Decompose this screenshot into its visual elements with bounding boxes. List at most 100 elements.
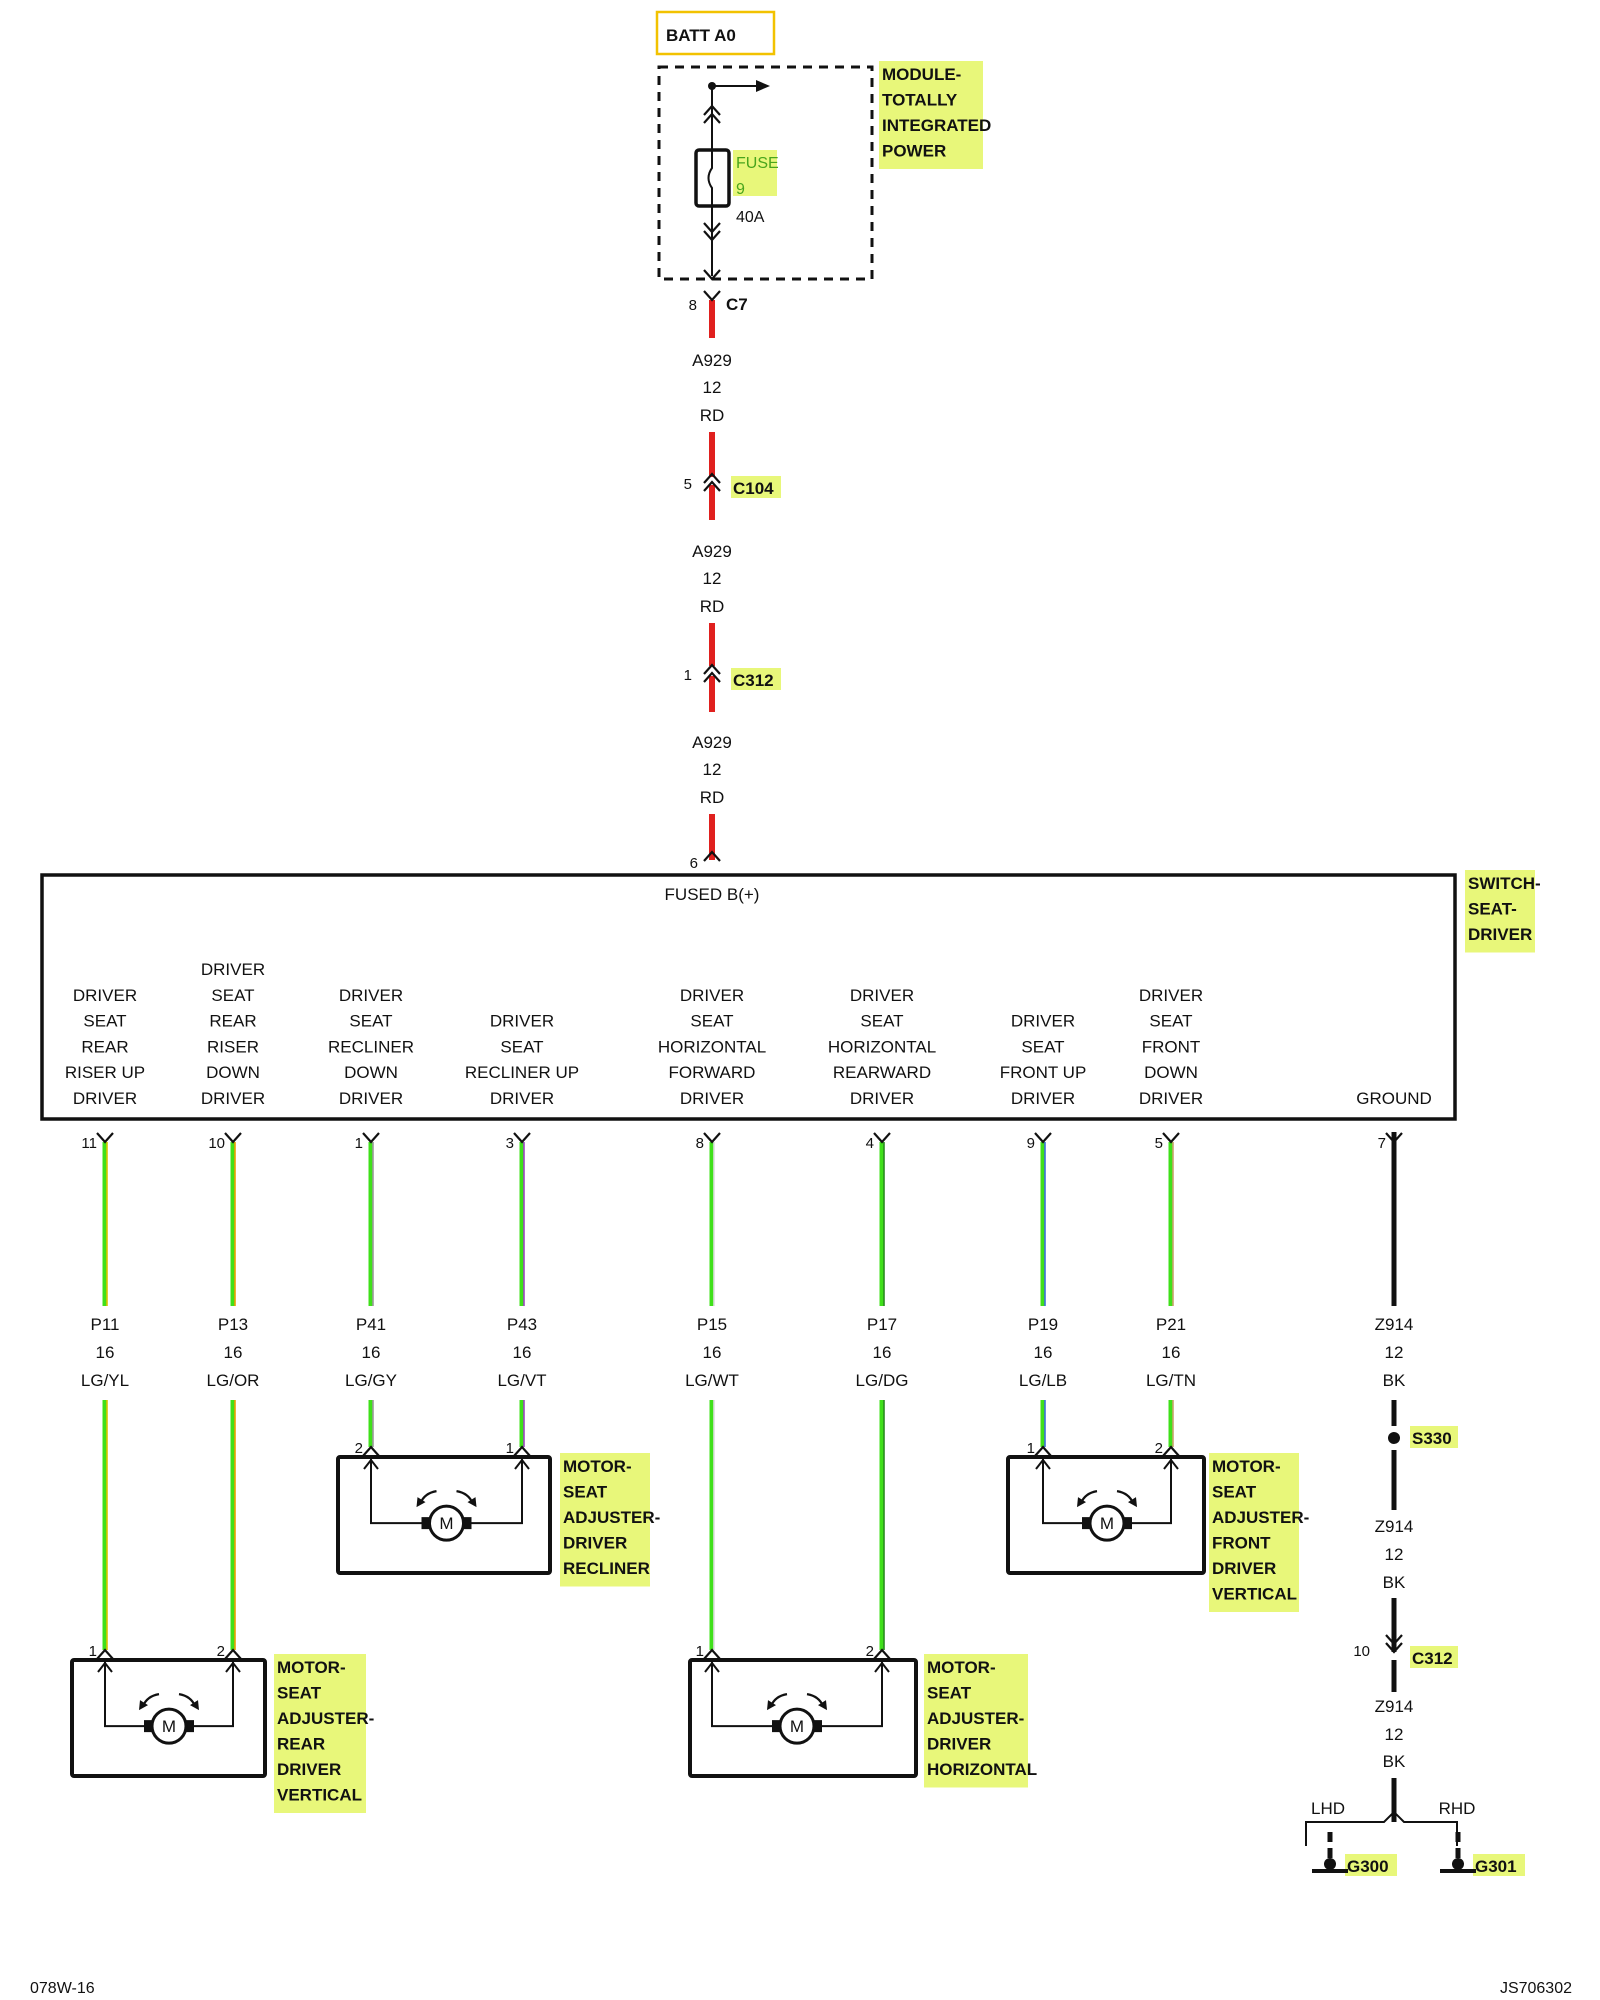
output-3-desc: DRIVER xyxy=(490,1089,554,1108)
motor-front-vertical-label-line: SEAT xyxy=(1212,1483,1257,1502)
motor-front-vertical-motor-symbol xyxy=(1088,1504,1126,1542)
output-0-pin: 11 xyxy=(81,1135,97,1152)
motor-horizontal-label-highlight xyxy=(924,1654,1028,1788)
output-7-gauge: 16 xyxy=(1162,1343,1181,1362)
motor-front-vertical-pin-right-connector xyxy=(1162,1445,1180,1457)
fused-b-label: FUSED B(+) xyxy=(665,885,760,904)
wire2-circuit: A929 xyxy=(692,542,732,561)
g301-ground-symbol xyxy=(1440,1869,1476,1873)
wire3-circuit: A929 xyxy=(692,733,732,752)
output-0-desc: DRIVER xyxy=(73,1089,137,1108)
motor-rear-vertical-arrow-right xyxy=(225,1661,241,1673)
module-label-line: INTEGRATED xyxy=(882,116,991,135)
wires xyxy=(102,85,1461,1862)
motor-recliner-label-highlight xyxy=(560,1453,650,1587)
ground-switch-connector xyxy=(1385,1132,1403,1144)
motor-front-vertical-lead-right xyxy=(1127,1459,1172,1525)
output-4-desc: DRIVER xyxy=(680,1089,744,1108)
output-4-gauge: 16 xyxy=(703,1343,722,1362)
c7-label: C7 xyxy=(726,295,748,314)
module-node xyxy=(708,82,716,90)
output-0-color: LG/YL xyxy=(81,1371,129,1390)
labels: BATT A0MODULE-TOTALLYINTEGRATEDPOWERFUSE… xyxy=(30,26,1572,1997)
fuse-top-connector-a xyxy=(703,104,721,116)
output-1-desc: SEAT xyxy=(211,986,254,1005)
output-4-circuit: P15 xyxy=(697,1315,727,1334)
output-6-pin: 9 xyxy=(1027,1135,1035,1152)
motor-rear-vertical-label-line: VERTICAL xyxy=(277,1786,362,1805)
motor-horizontal-brush-left xyxy=(772,1720,780,1733)
output-1-connector xyxy=(224,1132,242,1144)
motor-rear-vertical-label-line: MOTOR- xyxy=(277,1658,346,1677)
output-3-pin: 3 xyxy=(506,1135,514,1152)
output-3-color: LG/VT xyxy=(497,1371,546,1390)
motor-recliner-label-line: DRIVER xyxy=(563,1534,627,1553)
motor-recliner-arrow-right xyxy=(514,1458,530,1470)
output-1-color: LG/OR xyxy=(207,1371,260,1390)
motor-front-vertical-label-highlight xyxy=(1209,1453,1299,1612)
motor-horizontal-pin-right-connector xyxy=(873,1648,891,1660)
wire1-color: RD xyxy=(700,406,725,425)
c312-power-highlight xyxy=(731,668,781,690)
c312-power-label: C312 xyxy=(733,671,774,690)
gwire1-gauge: 12 xyxy=(1385,1343,1404,1362)
c312-power-connector-a xyxy=(703,663,721,675)
output-2-desc: DOWN xyxy=(344,1063,398,1082)
wire1-gauge: 12 xyxy=(703,378,722,397)
output-7-desc: DRIVER xyxy=(1139,1089,1203,1108)
output-6-connector xyxy=(1034,1132,1052,1144)
output-3-gauge: 16 xyxy=(513,1343,532,1362)
output-3-circuit: P43 xyxy=(507,1315,537,1334)
fuse-rating: 40A xyxy=(736,209,765,226)
motor-recliner-pin-left: 2 xyxy=(355,1440,363,1457)
module-bottom-connector xyxy=(703,269,721,281)
c312-power-connector-b xyxy=(703,671,721,683)
motor-horizontal-pin-left-connector xyxy=(703,1648,721,1660)
output-0-desc: DRIVER xyxy=(73,986,137,1005)
motor-rear-vertical-rot-left-head xyxy=(139,1700,148,1711)
motor-recliner-rot-right-head xyxy=(467,1497,477,1508)
output-2-color: LG/GY xyxy=(345,1371,397,1390)
output-6-desc: DRIVER xyxy=(1011,1012,1075,1031)
motor-rear-vertical-motor-symbol xyxy=(150,1707,188,1745)
switch-label-highlight xyxy=(1465,870,1535,953)
g300-label: G300 xyxy=(1347,1857,1389,1876)
output-5-desc: HORIZONTAL xyxy=(828,1037,936,1056)
motor-front-vertical-label-line: FRONT xyxy=(1212,1534,1271,1553)
motor-horizontal-lead-left xyxy=(711,1662,777,1728)
output-4-desc: FORWARD xyxy=(669,1063,756,1082)
output-3-desc: RECLINER UP xyxy=(465,1063,579,1082)
ground-label: GROUND xyxy=(1356,1089,1432,1108)
motor-recliner-rot-left-head xyxy=(416,1497,426,1508)
motor-front-vertical-label-line: VERTICAL xyxy=(1212,1585,1297,1604)
s330-label: S330 xyxy=(1412,1429,1452,1448)
output-7-desc: DRIVER xyxy=(1139,986,1203,1005)
c312-ground-highlight xyxy=(1410,1646,1458,1668)
output-5-circuit: P17 xyxy=(867,1315,897,1334)
motor-rear-vertical-label-line: DRIVER xyxy=(277,1760,341,1779)
motor-rear-vertical-pin-left: 1 xyxy=(89,1643,97,1660)
motor-rear-vertical-rot-right-head xyxy=(190,1700,199,1711)
g300-node xyxy=(1324,1858,1336,1870)
motor-horizontal-arrow-right xyxy=(874,1661,890,1673)
gwire3-circuit: Z914 xyxy=(1375,1697,1414,1716)
motor-front-vertical-label-line: ADJUSTER- xyxy=(1212,1508,1309,1527)
motor-horizontal-arrow-left xyxy=(704,1661,720,1673)
motor-front-vertical-pin-right: 2 xyxy=(1155,1440,1163,1457)
motor-recliner-pin-left-connector xyxy=(362,1445,380,1457)
output-4-desc: DRIVER xyxy=(680,986,744,1005)
output-2-gauge: 16 xyxy=(362,1343,381,1362)
output-0-desc: RISER UP xyxy=(65,1063,145,1082)
motor-rear-vertical-brush-left xyxy=(144,1720,152,1733)
motor-front-vertical-lead-left xyxy=(1042,1459,1087,1525)
wire1-circuit: A929 xyxy=(692,351,732,370)
motor-rear-vertical-pin-right-connector xyxy=(224,1648,242,1660)
output-3-connector xyxy=(513,1132,531,1144)
motor-front-vertical-rot-left-head xyxy=(1077,1497,1086,1508)
gwire2-circuit: Z914 xyxy=(1375,1517,1414,1536)
module-dashed-box xyxy=(657,65,874,281)
motor-horizontal-brush-right xyxy=(814,1720,822,1733)
output-1-desc: DRIVER xyxy=(201,1089,265,1108)
output-2-desc: RECLINER xyxy=(328,1037,414,1056)
output-4-desc: HORIZONTAL xyxy=(658,1037,766,1056)
